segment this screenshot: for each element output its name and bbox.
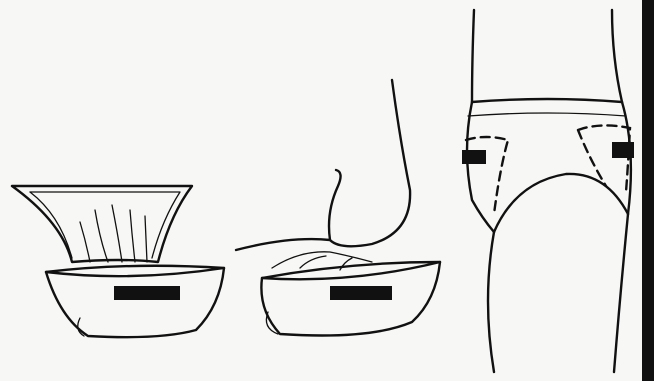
pad-outline-dashed-right <box>578 125 630 192</box>
underwear-waistband-lower <box>468 113 626 116</box>
leg-right-edge <box>614 214 628 372</box>
pad-crease <box>112 205 122 262</box>
underwear-waistband-top <box>472 99 622 102</box>
pad-unfolded <box>12 186 224 337</box>
torso-left-side <box>472 10 474 102</box>
pad-flap-fold-line <box>300 256 326 268</box>
pad-being-worn <box>236 80 440 336</box>
pad-flap-inner-line-left <box>30 192 72 258</box>
pad-flap-fold-line <box>340 258 352 270</box>
underwear-leg-opening <box>494 174 628 232</box>
adhesive-strip-worn <box>330 286 392 300</box>
underwear-left-side <box>467 102 494 232</box>
pad-flap-outline <box>12 186 192 262</box>
torso-right-side <box>612 10 622 102</box>
adhesive-mark-left <box>462 150 486 164</box>
pad-crease <box>145 216 147 262</box>
body-contour-buttock <box>329 80 410 246</box>
page-edge-border <box>642 0 654 381</box>
pad-crease <box>80 222 90 262</box>
pad-crease <box>95 210 108 262</box>
pad-crease <box>130 210 135 262</box>
adhesive-strip <box>114 286 180 300</box>
pad-in-underwear-front-view <box>462 10 634 372</box>
body-contour-thigh <box>236 239 330 250</box>
pad-shell-rim-worn <box>262 262 440 279</box>
leg-left-edge <box>488 232 494 372</box>
adhesive-mark-right <box>612 142 634 158</box>
